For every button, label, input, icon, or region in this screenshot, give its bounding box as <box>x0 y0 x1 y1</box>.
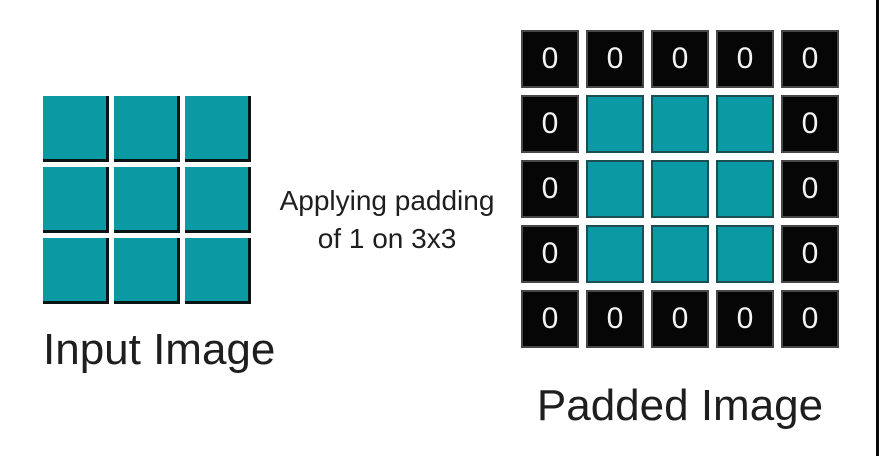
padded-cell-interior <box>586 225 644 283</box>
padded-cell-zero: 0 <box>586 30 644 88</box>
padded-cell-zero: 0 <box>521 95 579 153</box>
input-cell <box>185 167 251 233</box>
padded-cell-interior <box>586 160 644 218</box>
input-cell <box>114 96 180 162</box>
padded-cell-interior <box>716 95 774 153</box>
padded-cell-zero: 0 <box>716 290 774 348</box>
padded-cell-zero: 0 <box>781 290 839 348</box>
input-cell <box>43 167 109 233</box>
padded-cell-zero: 0 <box>781 95 839 153</box>
padded-cell-zero: 0 <box>521 225 579 283</box>
padded-cell-interior <box>716 160 774 218</box>
padded-cell-interior <box>651 225 709 283</box>
padded-cell-zero: 0 <box>521 30 579 88</box>
padded-cell-zero: 0 <box>781 160 839 218</box>
padded-cell-zero: 0 <box>651 30 709 88</box>
padded-cell-zero: 0 <box>586 290 644 348</box>
input-cell <box>114 167 180 233</box>
padded-cell-zero: 0 <box>781 30 839 88</box>
padded-cell-zero: 0 <box>521 160 579 218</box>
input-cell <box>43 238 109 304</box>
input-cell <box>43 96 109 162</box>
right-edge-line <box>876 0 879 456</box>
padded-cell-interior <box>651 160 709 218</box>
padded-cell-zero: 0 <box>521 290 579 348</box>
padding-caption-line2: of 1 on 3x3 <box>317 223 457 254</box>
input-grid <box>43 96 251 304</box>
padded-cell-interior <box>716 225 774 283</box>
input-cell <box>185 96 251 162</box>
input-image-label: Input Image <box>43 325 276 374</box>
padded-cell-zero: 0 <box>651 290 709 348</box>
padding-caption-line1: Applying padding <box>279 185 495 216</box>
padded-cell-zero: 0 <box>716 30 774 88</box>
padded-cell-interior <box>651 95 709 153</box>
padded-cell-zero: 0 <box>781 225 839 283</box>
padded-cell-interior <box>586 95 644 153</box>
input-cell <box>114 238 180 304</box>
padding-caption: Applying padding of 1 on 3x3 <box>262 182 512 258</box>
padded-image-label: Padded Image <box>536 381 824 430</box>
input-cell <box>185 238 251 304</box>
